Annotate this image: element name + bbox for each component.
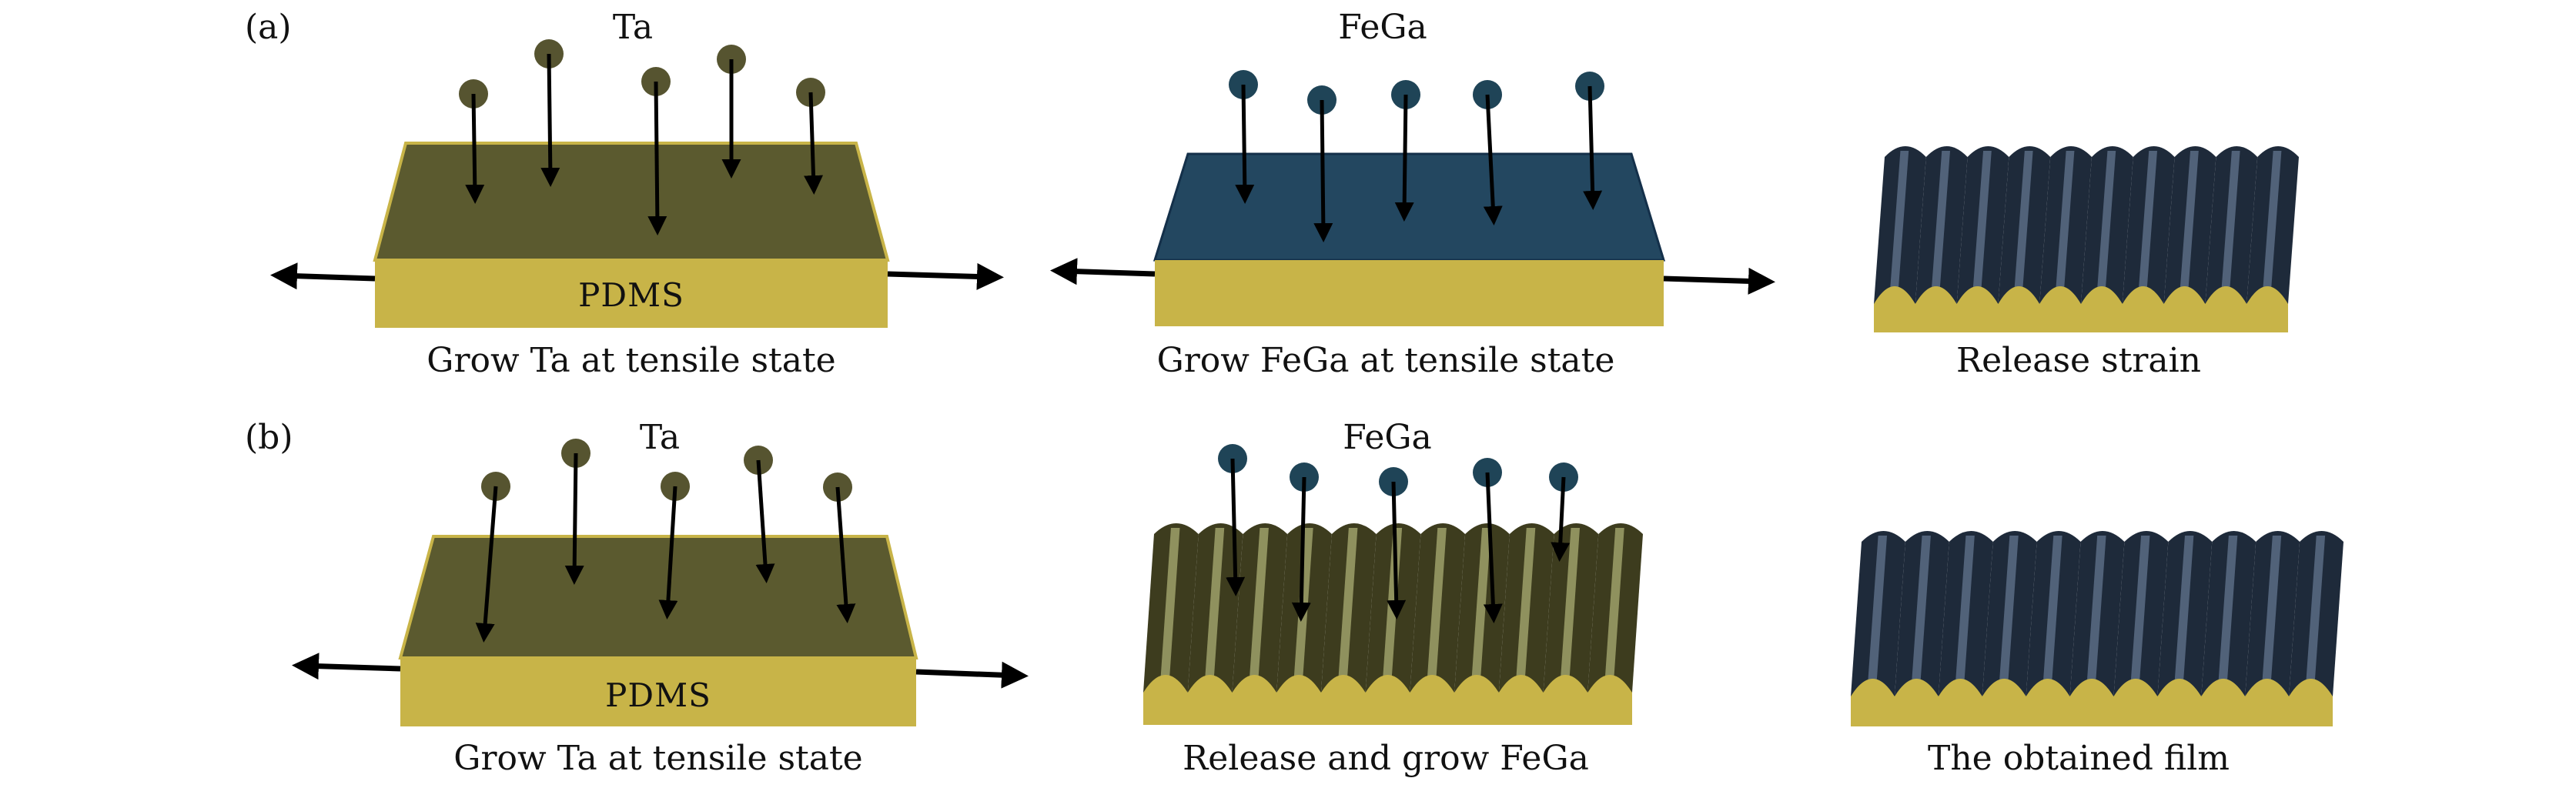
wrinkle-highlight bbox=[1604, 528, 1624, 685]
fega-atoms bbox=[1229, 70, 1604, 115]
wrinkle-highlight bbox=[1972, 151, 1992, 296]
wrinkle-highlight bbox=[2086, 536, 2106, 689]
row-a-label: (a) bbox=[245, 8, 292, 47]
wrinkle-highlight bbox=[2173, 536, 2194, 689]
ta-film bbox=[373, 142, 890, 262]
strain-arrow-right bbox=[1663, 267, 1775, 295]
pdms-substrate bbox=[1851, 679, 2333, 726]
ta-deposition-arrows bbox=[475, 452, 856, 643]
wrinkle-highlight bbox=[1159, 528, 1180, 685]
wrinkle-highlight bbox=[2217, 536, 2238, 689]
caption-b1: Grow Ta at tensile state bbox=[453, 739, 862, 778]
panel-b1: Ta PDMS Grow Ta at tensile state bbox=[292, 418, 1029, 778]
caption-a3: Release strain bbox=[1956, 341, 2201, 380]
wrinkle-highlight bbox=[2096, 151, 2116, 296]
ta-film bbox=[398, 535, 918, 659]
caption-b2: Release and grow FeGa bbox=[1183, 739, 1589, 778]
wrinkle-highlight bbox=[1427, 528, 1447, 685]
panel-a2: FeGa Grow FeGa at tensile state bbox=[1050, 8, 1775, 380]
caption-a2: Grow FeGa at tensile state bbox=[1157, 341, 1615, 380]
ta-atoms bbox=[459, 39, 825, 109]
wrinkled-film-blue bbox=[1874, 146, 2299, 332]
strain-arrow-left bbox=[292, 653, 401, 680]
wrinkled-film-olive bbox=[1143, 523, 1643, 725]
wrinkle-highlight bbox=[2138, 151, 2158, 296]
wrinkle-highlight bbox=[1931, 151, 1951, 296]
wrinkle-highlight bbox=[2261, 536, 2282, 689]
wrinkle-highlight bbox=[2130, 536, 2150, 689]
wrinkle-highlight bbox=[1889, 151, 1909, 296]
wrinkle-highlight bbox=[1337, 528, 1358, 685]
pdms-substrate bbox=[375, 260, 888, 328]
strain-arrow-right bbox=[887, 262, 1004, 290]
pdms-substrate bbox=[1874, 286, 2288, 332]
material-label-fega: FeGa bbox=[1343, 418, 1432, 457]
material-label-fega: FeGa bbox=[1338, 8, 1427, 47]
wrinkle-highlight bbox=[2055, 151, 2075, 296]
strain-arrow-left bbox=[270, 262, 376, 290]
fega-film bbox=[1153, 152, 1666, 262]
wrinkle-highlight bbox=[2042, 536, 2062, 689]
wrinkle-highlight bbox=[2262, 151, 2282, 296]
fega-deposition-arrows bbox=[1235, 84, 1603, 242]
wrinkle-highlight bbox=[2305, 536, 2326, 689]
material-label-ta: Ta bbox=[613, 8, 653, 47]
wrinkle-highlight bbox=[1911, 536, 1931, 689]
row-b-label: (b) bbox=[245, 418, 293, 457]
panel-a1: Ta PDMS Grow Ta at tensile state bbox=[270, 8, 1004, 380]
strain-arrow-left bbox=[1050, 258, 1156, 285]
wrinkle-highlight bbox=[1515, 528, 1536, 685]
wrinkle-highlight bbox=[1249, 528, 1269, 685]
pdms-label: PDMS bbox=[605, 676, 711, 714]
caption-b3: The obtained film bbox=[1928, 739, 2230, 778]
wrinkle-highlight bbox=[1471, 528, 1491, 685]
pdms-substrate bbox=[1143, 675, 1632, 725]
wrinkle-highlight bbox=[2180, 151, 2199, 296]
wrinkled-film-blue bbox=[1851, 531, 2343, 726]
panel-a3: Release strain bbox=[1874, 146, 2299, 380]
ta-deposition-arrows bbox=[465, 53, 824, 235]
fega-deposition-arrows bbox=[1226, 458, 1571, 623]
material-label-ta: Ta bbox=[640, 418, 680, 457]
wrinkle-highlight bbox=[2220, 151, 2240, 296]
wrinkle-highlight bbox=[1560, 528, 1581, 685]
pdms-label: PDMS bbox=[578, 276, 684, 314]
strain-arrow-right bbox=[915, 661, 1029, 689]
wrinkle-highlight bbox=[1999, 536, 2019, 689]
panel-b2: FeGa Release and grow FeGa bbox=[1143, 418, 1643, 778]
panel-b3: The obtained film bbox=[1851, 531, 2343, 778]
caption-a1: Grow Ta at tensile state bbox=[427, 341, 835, 380]
wrinkle-highlight bbox=[1867, 536, 1888, 689]
pdms-substrate bbox=[400, 658, 916, 726]
wrinkle-highlight bbox=[2013, 151, 2033, 296]
pdms-substrate bbox=[1155, 260, 1664, 326]
wrinkle-highlight bbox=[1955, 536, 1975, 689]
wrinkle-highlight bbox=[1204, 528, 1225, 685]
